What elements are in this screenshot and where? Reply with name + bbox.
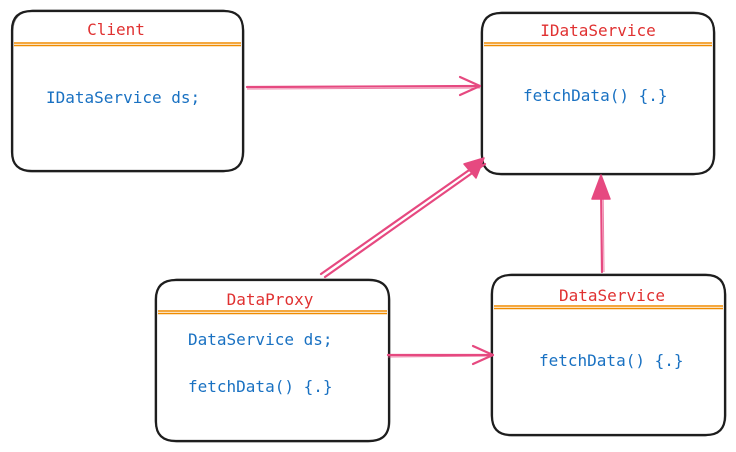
dataproxy-to-dataservice-arrow: [386, 344, 495, 366]
dataproxy-method: fetchData() {.}: [188, 377, 333, 396]
dataproxy-field: DataService ds;: [188, 330, 333, 349]
client-class-box[interactable]: Client IDataService ds;: [10, 9, 245, 173]
dataservice-class-box[interactable]: DataService fetchData() {.}: [490, 273, 727, 437]
dataservice-to-idataservice-arrow: [591, 174, 611, 274]
dataproxy-class-box[interactable]: DataProxy DataService ds; fetchData() {.…: [154, 278, 391, 443]
idataservice-title: IDataService: [540, 21, 656, 40]
client-to-idataservice-arrow: [245, 75, 482, 97]
dataproxy-title: DataProxy: [227, 290, 314, 309]
client-title: Client: [87, 20, 145, 39]
idataservice-method: fetchData() {.}: [523, 86, 668, 105]
dataproxy-to-idataservice-arrow: [319, 157, 487, 279]
dataservice-method: fetchData() {.}: [539, 351, 684, 370]
idataservice-class-box[interactable]: IDataService fetchData() {.}: [480, 11, 716, 176]
dataservice-title: DataService: [559, 286, 665, 305]
client-field: IDataService ds;: [46, 88, 200, 107]
